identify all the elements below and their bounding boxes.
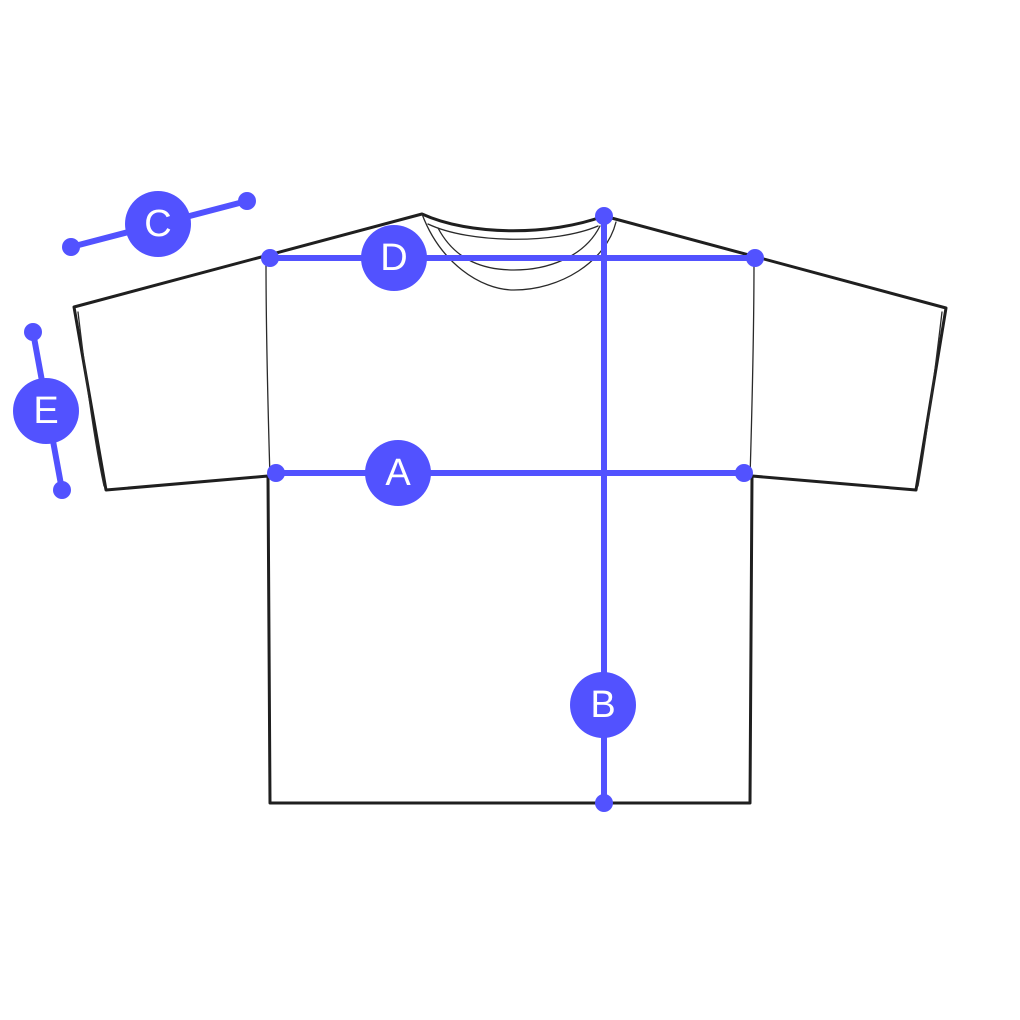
measurement-e-badge bbox=[13, 378, 79, 444]
right-sleeve-hem bbox=[917, 311, 943, 487]
collar-inner-back bbox=[427, 223, 599, 240]
measurement-b-label: B bbox=[590, 684, 615, 726]
tshirt-body-outline bbox=[72, 212, 948, 805]
measurement-d: D bbox=[261, 225, 764, 291]
measurement-b: B bbox=[570, 207, 636, 812]
measurement-c-label: C bbox=[144, 203, 171, 245]
measurement-b-endpoint-bottom bbox=[595, 794, 613, 812]
tshirt-outline bbox=[72, 212, 948, 805]
measurement-c-endpoint-right bbox=[238, 192, 256, 210]
measurement-a: A bbox=[267, 440, 753, 506]
measurement-a-endpoint-right bbox=[735, 464, 753, 482]
measurement-a-label: A bbox=[385, 452, 411, 494]
left-sleeve-hem bbox=[77, 311, 105, 487]
measurement-b-endpoint-top bbox=[595, 207, 613, 225]
measurement-c-badge bbox=[125, 191, 191, 257]
measurement-d-label: D bbox=[380, 237, 407, 279]
collar-band-inner bbox=[437, 225, 601, 271]
measurement-e-endpoint-top bbox=[24, 323, 42, 341]
measurement-b-badge bbox=[570, 672, 636, 738]
measurement-d-badge bbox=[361, 225, 427, 291]
measurement-d-endpoint-right bbox=[746, 249, 764, 267]
collar-band-front bbox=[421, 213, 617, 291]
measurement-a-endpoint-left bbox=[267, 464, 285, 482]
left-armhole-seam bbox=[265, 261, 271, 479]
right-armhole-seam bbox=[749, 261, 755, 479]
measurement-e-label: E bbox=[33, 390, 58, 432]
measurement-d-endpoint-left bbox=[261, 249, 279, 267]
measurement-e-endpoint-bottom bbox=[53, 481, 71, 499]
measurement-c: C bbox=[62, 191, 256, 257]
measurement-e: E bbox=[13, 323, 79, 499]
measurement-c-endpoint-left bbox=[62, 238, 80, 256]
measurement-a-badge bbox=[365, 440, 431, 506]
